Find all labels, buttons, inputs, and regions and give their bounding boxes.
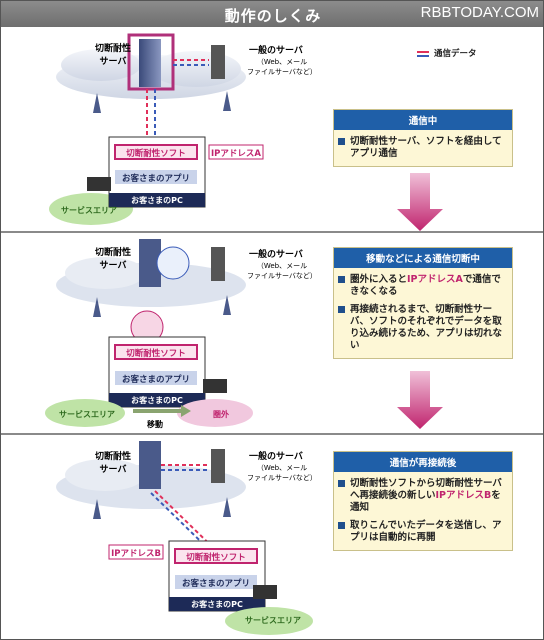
- watermark: RBBTODAY.COM: [420, 4, 539, 21]
- software-label: 切断耐性ソフト: [126, 349, 186, 359]
- down-arrow-icon: [397, 173, 443, 231]
- step-3-box: 通信が再接続後 切断耐性ソフトから切断耐性サーバへ再接続後の新しいIPアドレスB…: [333, 451, 513, 551]
- out-of-area: [177, 399, 253, 427]
- ip-label-box: [208, 144, 264, 160]
- title-bar: 動作のしくみ RBBTODAY.COM: [1, 1, 543, 27]
- service-area: [225, 607, 313, 635]
- ip-a-label: IPアドレスA: [211, 149, 261, 159]
- ip-b-label: IPアドレスB: [111, 549, 161, 559]
- fault-tolerant-server-icon: [139, 39, 161, 87]
- service-area: [45, 399, 125, 427]
- app-box: [115, 170, 197, 184]
- step-3-bullet: 切断耐性ソフトから切断耐性サーバへ再接続後の新しいIPアドレスBを通知: [338, 478, 506, 514]
- antenna-icon: [93, 93, 101, 113]
- fault-tolerant-server-icon: [139, 239, 161, 287]
- general-server-note: （Web、メール ファイルサーバなど）: [247, 464, 317, 482]
- pc-label: お客さまのPC: [131, 396, 183, 405]
- pc-label: お客さまのPC: [191, 600, 243, 609]
- page-title: 動作のしくみ: [224, 7, 322, 25]
- step-2-box: 移動などによる通信切断中 圏外に入るとIPアドレスAで通信できなくなる 再接続さ…: [333, 247, 513, 359]
- fault-tolerant-server-icon: [139, 441, 161, 489]
- general-server-label: 一般のサーバ: [249, 452, 303, 462]
- server-highlight: [127, 33, 175, 91]
- antenna-icon: [93, 297, 101, 317]
- pc-label-bar: [109, 393, 205, 407]
- step-1-box: 通信中 切断耐性サーバ、ソフトを経由してアプリ通信: [333, 109, 513, 167]
- app-label: お客さまのアプリ: [181, 579, 250, 589]
- down-arrow-icon: [397, 371, 443, 429]
- server-label: 切断耐性 サーバ: [94, 44, 131, 67]
- laptop-icon: [87, 177, 111, 191]
- out-of-area-label: 圏外: [213, 410, 229, 419]
- general-server-icon: [211, 45, 225, 79]
- legend-label: 通信データ: [433, 49, 477, 59]
- step-3-bullet: 取りこんでいたデータを送信し、アプリは自動的に再開: [338, 520, 506, 544]
- divider: [1, 433, 543, 435]
- service-area-label: サービスエリア: [61, 206, 117, 215]
- buffered-data-icon: [156, 246, 190, 280]
- step-3-header: 通信が再接続後: [334, 452, 512, 472]
- step-2-bullet: 圏外に入るとIPアドレスAで通信できなくなる: [338, 274, 506, 298]
- panel-1-diagram: [49, 33, 264, 225]
- divider: [1, 231, 543, 233]
- server-label: 切断耐性 サーバ: [94, 452, 131, 475]
- step-2-header: 移動などによる通信切断中: [334, 248, 512, 268]
- app-box: [115, 371, 197, 385]
- software-label: 切断耐性ソフト: [186, 553, 246, 563]
- ip-label-box: [108, 544, 164, 560]
- antenna-icon: [223, 91, 231, 111]
- pc-label-bar: [109, 193, 205, 207]
- pc-label-bar: [169, 597, 265, 611]
- laptop-icon: [253, 585, 277, 599]
- move-label: 移動: [147, 420, 163, 429]
- app-label: お客さまのアプリ: [121, 174, 190, 184]
- server-label: 切断耐性 サーバ: [94, 248, 131, 271]
- general-server-note: （Web、メール ファイルサーバなど）: [247, 262, 317, 280]
- antenna-icon: [93, 499, 101, 519]
- step-1-header: 通信中: [334, 110, 512, 130]
- pc-label: お客さまのPC: [131, 196, 183, 205]
- software-box: [114, 144, 198, 160]
- app-box: [175, 575, 257, 589]
- step-2-bullet: 再接続されるまで、切断耐性サーバ、ソフトのそれぞれでデータを取り込み続けるため、…: [338, 304, 506, 352]
- general-server-icon: [211, 247, 225, 281]
- legend-arrow-icon: [417, 50, 429, 57]
- general-server-label: 一般のサーバ: [249, 250, 303, 260]
- panel-2-diagram: [45, 239, 253, 427]
- service-area-label: サービスエリア: [245, 616, 301, 625]
- software-box: [174, 548, 258, 564]
- software-label: 切断耐性ソフト: [126, 149, 186, 159]
- general-server-note: （Web、メール ファイルサーバなど）: [247, 58, 317, 76]
- move-arrow-icon: [133, 405, 191, 417]
- app-label: お客さまのアプリ: [121, 375, 190, 385]
- general-server-icon: [211, 449, 225, 483]
- service-area-label: サービスエリア: [59, 410, 115, 419]
- panel-3-diagram: [56, 441, 313, 635]
- laptop-icon: [203, 379, 227, 393]
- general-server-label: 一般のサーバ: [249, 46, 303, 56]
- antenna-icon: [223, 497, 231, 517]
- software-box: [114, 344, 198, 360]
- step-1-bullet: 切断耐性サーバ、ソフトを経由してアプリ通信: [338, 136, 506, 160]
- legend: 通信データ: [417, 47, 476, 59]
- antenna-icon: [223, 295, 231, 315]
